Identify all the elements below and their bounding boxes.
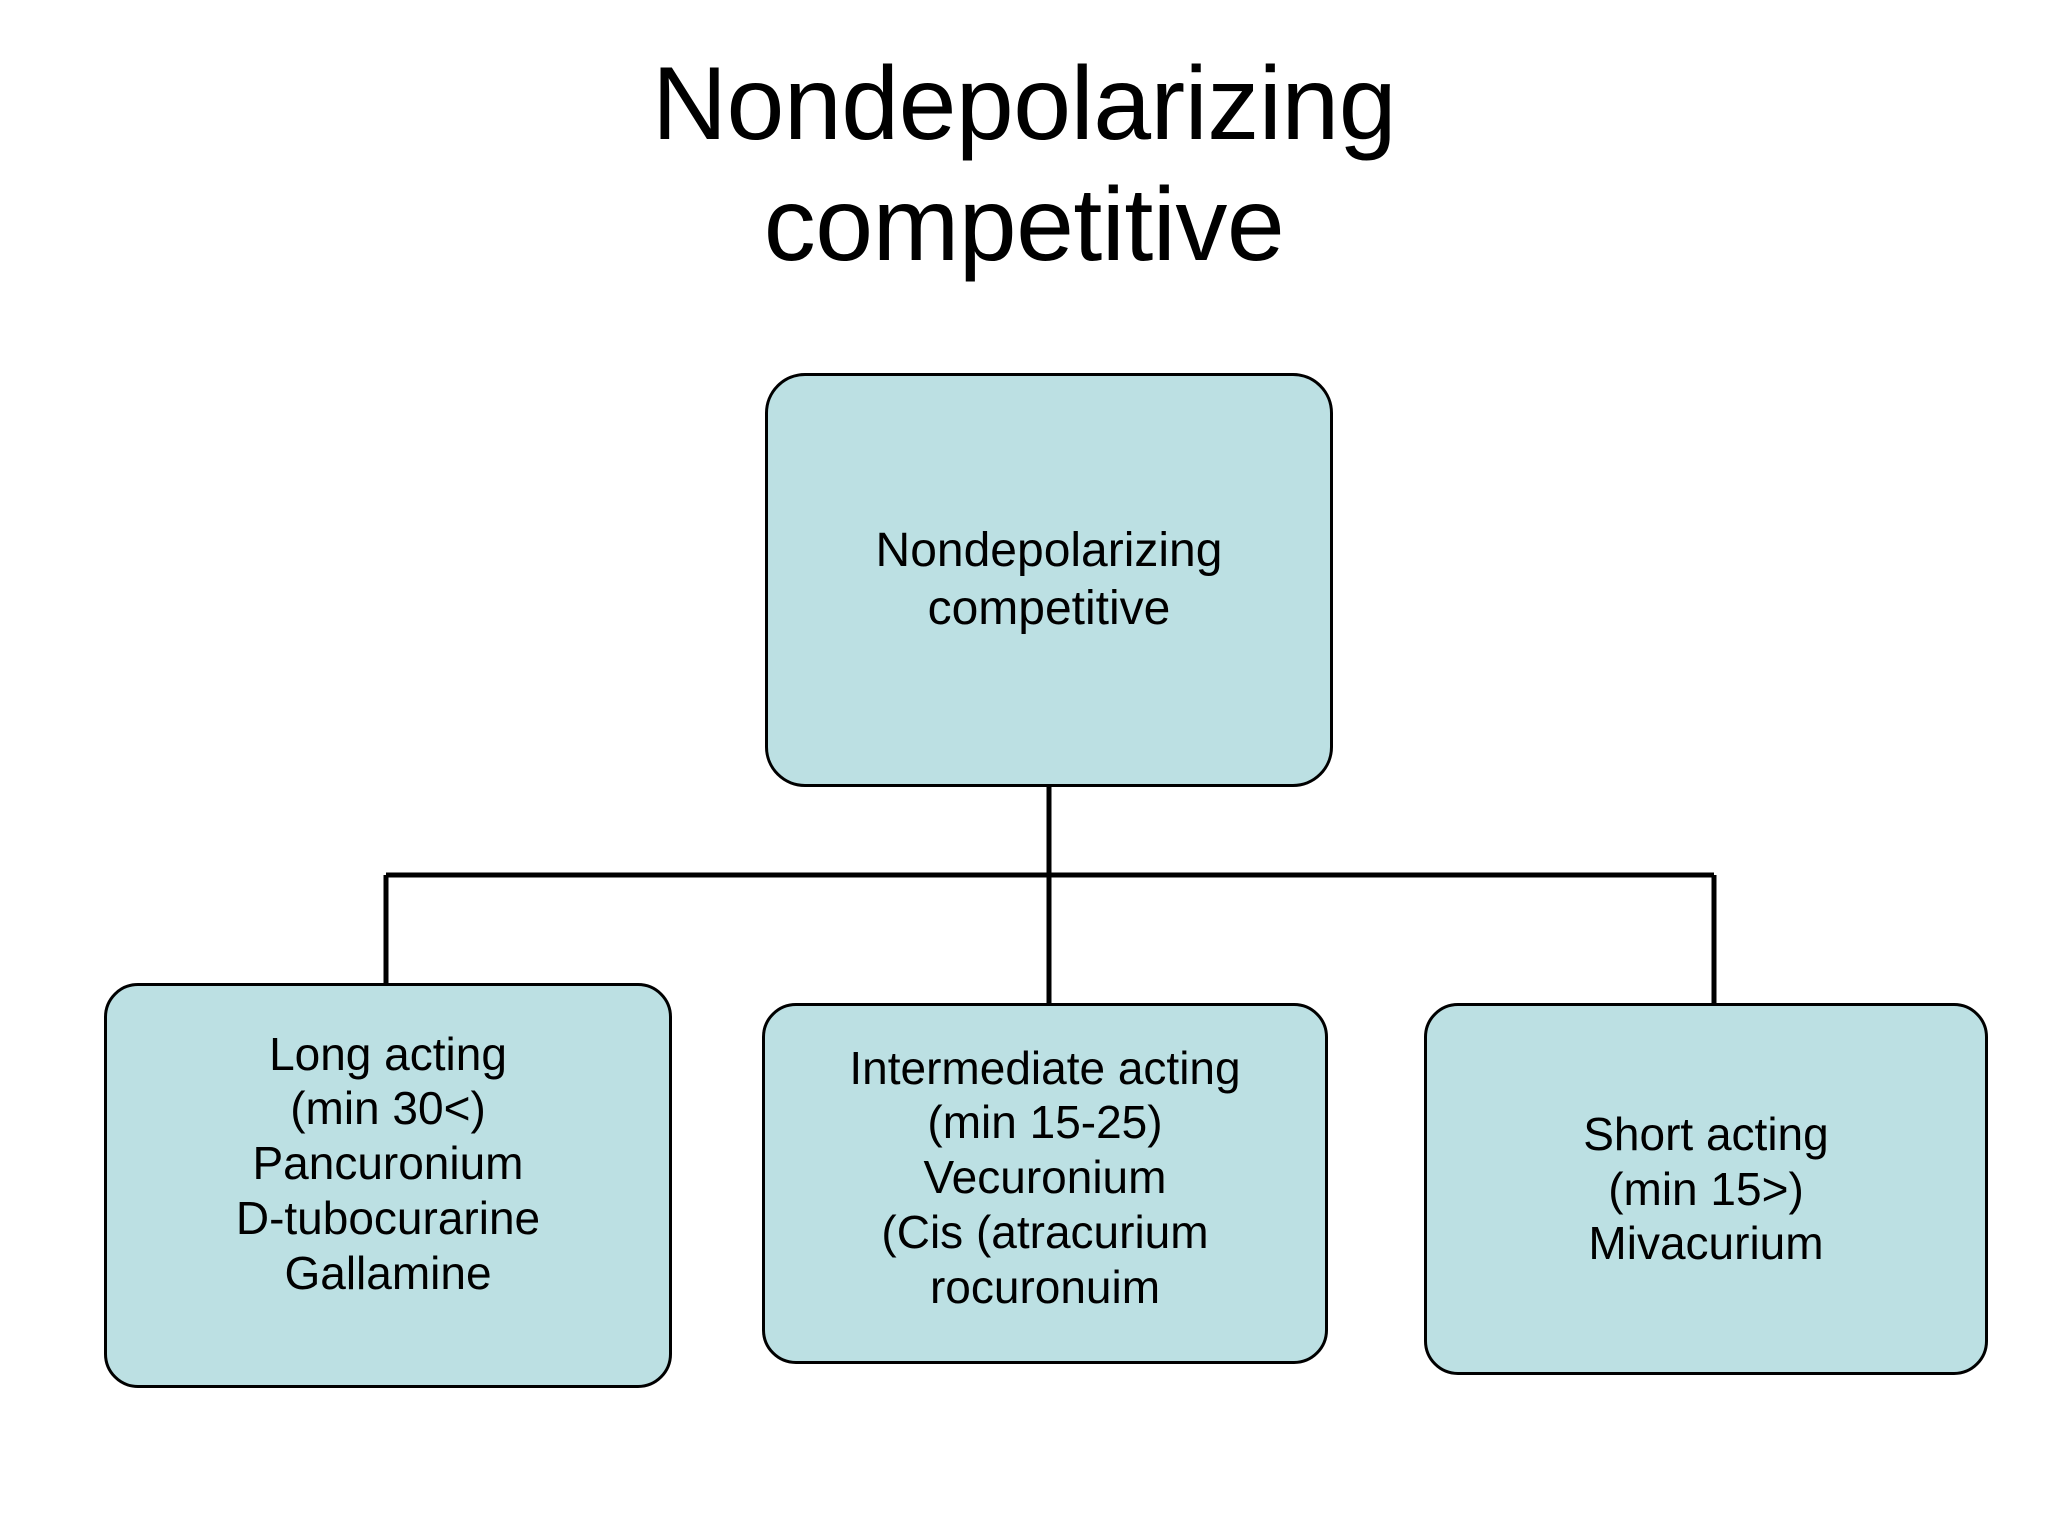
- node-short-acting-label: Short acting (min 15>) Mivacurium: [1583, 1107, 1829, 1270]
- page-title: Nondepolarizing competitive: [651, 46, 1397, 283]
- node-intermediate-acting-label: Intermediate acting (min 15-25) Vecuroni…: [849, 1041, 1241, 1313]
- node-long-acting[interactable]: Long acting (min 30<) Pancuronium D-tubo…: [104, 983, 672, 1388]
- node-short-acting[interactable]: Short acting (min 15>) Mivacurium: [1424, 1003, 1988, 1375]
- node-root-label: Nondepolarizing competitive: [875, 524, 1223, 635]
- node-long-acting-label: Long acting (min 30<) Pancuronium D-tubo…: [235, 1027, 541, 1299]
- node-intermediate-acting[interactable]: Intermediate acting (min 15-25) Vecuroni…: [762, 1003, 1328, 1364]
- node-nondepolarizing-competitive[interactable]: Nondepolarizing competitive: [765, 373, 1333, 787]
